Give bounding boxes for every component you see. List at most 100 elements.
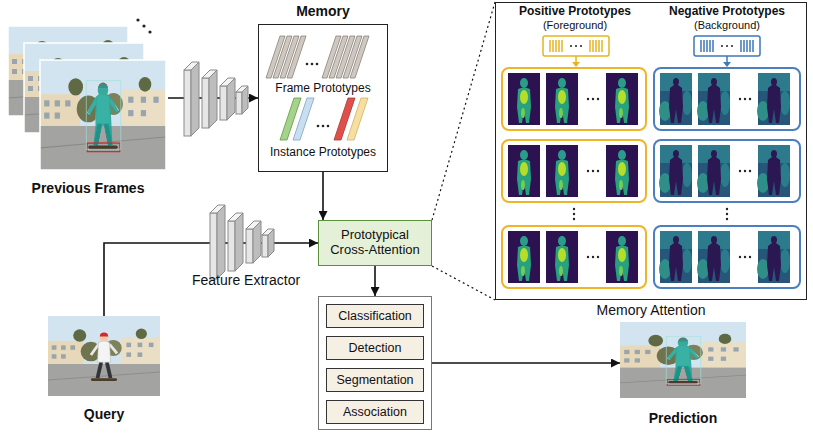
instance-prototype-bars xyxy=(347,98,368,140)
prediction-photo xyxy=(620,322,746,398)
negative-prototype-icon xyxy=(723,62,731,67)
previous-frames-photos xyxy=(8,26,166,170)
positive-prototype-icon xyxy=(572,62,580,67)
ellipsis-dots xyxy=(749,98,751,100)
ellipsis-dots xyxy=(142,24,145,27)
negative-prototype-icon xyxy=(694,36,760,67)
component-label: Feature Extractor xyxy=(185,272,307,288)
memory-box: MemoryFrame PrototypesInstance Prototype… xyxy=(258,24,388,172)
group-heading: Negative Prototypes xyxy=(657,5,797,19)
ellipsis-dots xyxy=(726,213,728,215)
attention-heatmaps xyxy=(508,145,540,197)
attention-heatmaps xyxy=(606,145,638,197)
ellipsis-dots xyxy=(573,218,575,220)
ellipsis-dots xyxy=(587,170,589,172)
ellipsis-dots xyxy=(322,125,325,128)
ellipsis-dots xyxy=(573,213,575,215)
frame-prototype-bars xyxy=(287,36,306,78)
node-text: Query xyxy=(24,406,184,422)
previous-frames-photos xyxy=(86,81,121,152)
positive-prototype-icon xyxy=(575,56,577,62)
negative-prototype-icon xyxy=(721,45,723,47)
ellipsis-dots xyxy=(744,256,746,258)
attention-heatmaps xyxy=(697,145,730,197)
frame-prototype-bars xyxy=(266,36,369,78)
ellipsis-dots xyxy=(136,18,151,33)
ellipsis-dots xyxy=(739,98,741,100)
negative-prototype-icon xyxy=(701,40,753,52)
query-photo xyxy=(48,316,160,396)
frame-prototype-bars xyxy=(350,36,369,78)
ellipsis-dots xyxy=(317,125,320,128)
ellipsis-dots xyxy=(136,18,139,21)
ellipsis-dots xyxy=(744,98,746,100)
ellipsis-dots xyxy=(587,98,589,100)
ellipsis-dots xyxy=(597,170,599,172)
feature-extractor-icon xyxy=(210,205,274,279)
node-text: Previous Frames xyxy=(0,180,192,196)
node-text: Memory xyxy=(259,3,387,19)
attention-heatmaps xyxy=(546,73,578,125)
group-subheading: (Foreground) xyxy=(505,19,645,32)
group-subheading: (Background) xyxy=(657,19,797,32)
ellipsis-dots xyxy=(573,208,575,210)
task-head-box: Association xyxy=(326,400,424,424)
image-panel: Prediction xyxy=(620,322,746,426)
ellipsis-dots xyxy=(749,256,751,258)
flow-arrow xyxy=(374,266,376,296)
attention-heatmaps xyxy=(757,73,790,125)
attention-heatmaps xyxy=(508,73,790,283)
node-text: Prediction xyxy=(596,410,770,426)
attention-heatmaps xyxy=(606,73,638,125)
previous-frames-photos xyxy=(40,60,166,170)
prediction-photo xyxy=(620,322,746,398)
negative-prototype-icon xyxy=(694,36,760,56)
attention-heatmaps xyxy=(546,145,578,197)
zoom-line xyxy=(432,266,495,300)
positive-prototype-icon xyxy=(543,36,609,56)
attention-heatmaps xyxy=(697,231,730,283)
attention-heatmaps xyxy=(757,145,790,197)
flow-arrow xyxy=(432,362,620,364)
ellipsis-dots xyxy=(749,170,751,172)
ellipsis-dots xyxy=(311,63,314,66)
image-panel: Previous Frames xyxy=(8,26,168,196)
attention-heatmaps xyxy=(508,73,540,125)
node-text: Prototypical Cross-Attention xyxy=(323,228,427,258)
ellipsis-dots xyxy=(327,125,330,128)
attention-box: Prototypical Cross-Attention xyxy=(318,220,432,266)
ellipsis-dots xyxy=(592,98,594,100)
instance-prototype-bars xyxy=(280,98,368,140)
attention-heatmaps xyxy=(659,73,692,125)
negative-attention-groups xyxy=(654,226,800,288)
feature-extractor-icon xyxy=(184,62,248,136)
positive-attention-groups xyxy=(502,68,646,288)
previous-frames-photos xyxy=(40,60,166,170)
ellipsis-dots xyxy=(592,256,594,258)
task-head-box: Classification xyxy=(326,304,424,328)
task-head-box: Segmentation xyxy=(326,368,424,392)
positive-attention-groups xyxy=(502,68,646,130)
attention-heatmaps xyxy=(508,231,540,283)
positive-prototype-icon xyxy=(550,40,602,52)
attention-heatmaps xyxy=(606,231,638,283)
attention-heatmaps xyxy=(659,145,692,197)
positive-prototype-icon xyxy=(575,45,577,47)
positive-prototype-icon xyxy=(580,45,582,47)
attention-heatmaps xyxy=(546,231,578,283)
ellipsis-dots xyxy=(316,63,319,66)
attention-heatmaps xyxy=(697,73,730,125)
query-photo xyxy=(91,332,117,380)
node-text: Classification xyxy=(338,309,412,323)
ellipsis-dots xyxy=(573,98,751,258)
zoom-line xyxy=(432,2,495,220)
instance-prototype-bars xyxy=(293,98,314,140)
ellipsis-dots xyxy=(597,98,599,100)
ellipsis-dots xyxy=(592,170,594,172)
node-text: Memory Attention xyxy=(476,302,813,318)
ellipsis-dots xyxy=(726,218,728,220)
positive-prototype-icon xyxy=(543,36,609,67)
prediction-photo xyxy=(666,336,701,385)
node-text: Instance Prototypes xyxy=(259,146,387,160)
